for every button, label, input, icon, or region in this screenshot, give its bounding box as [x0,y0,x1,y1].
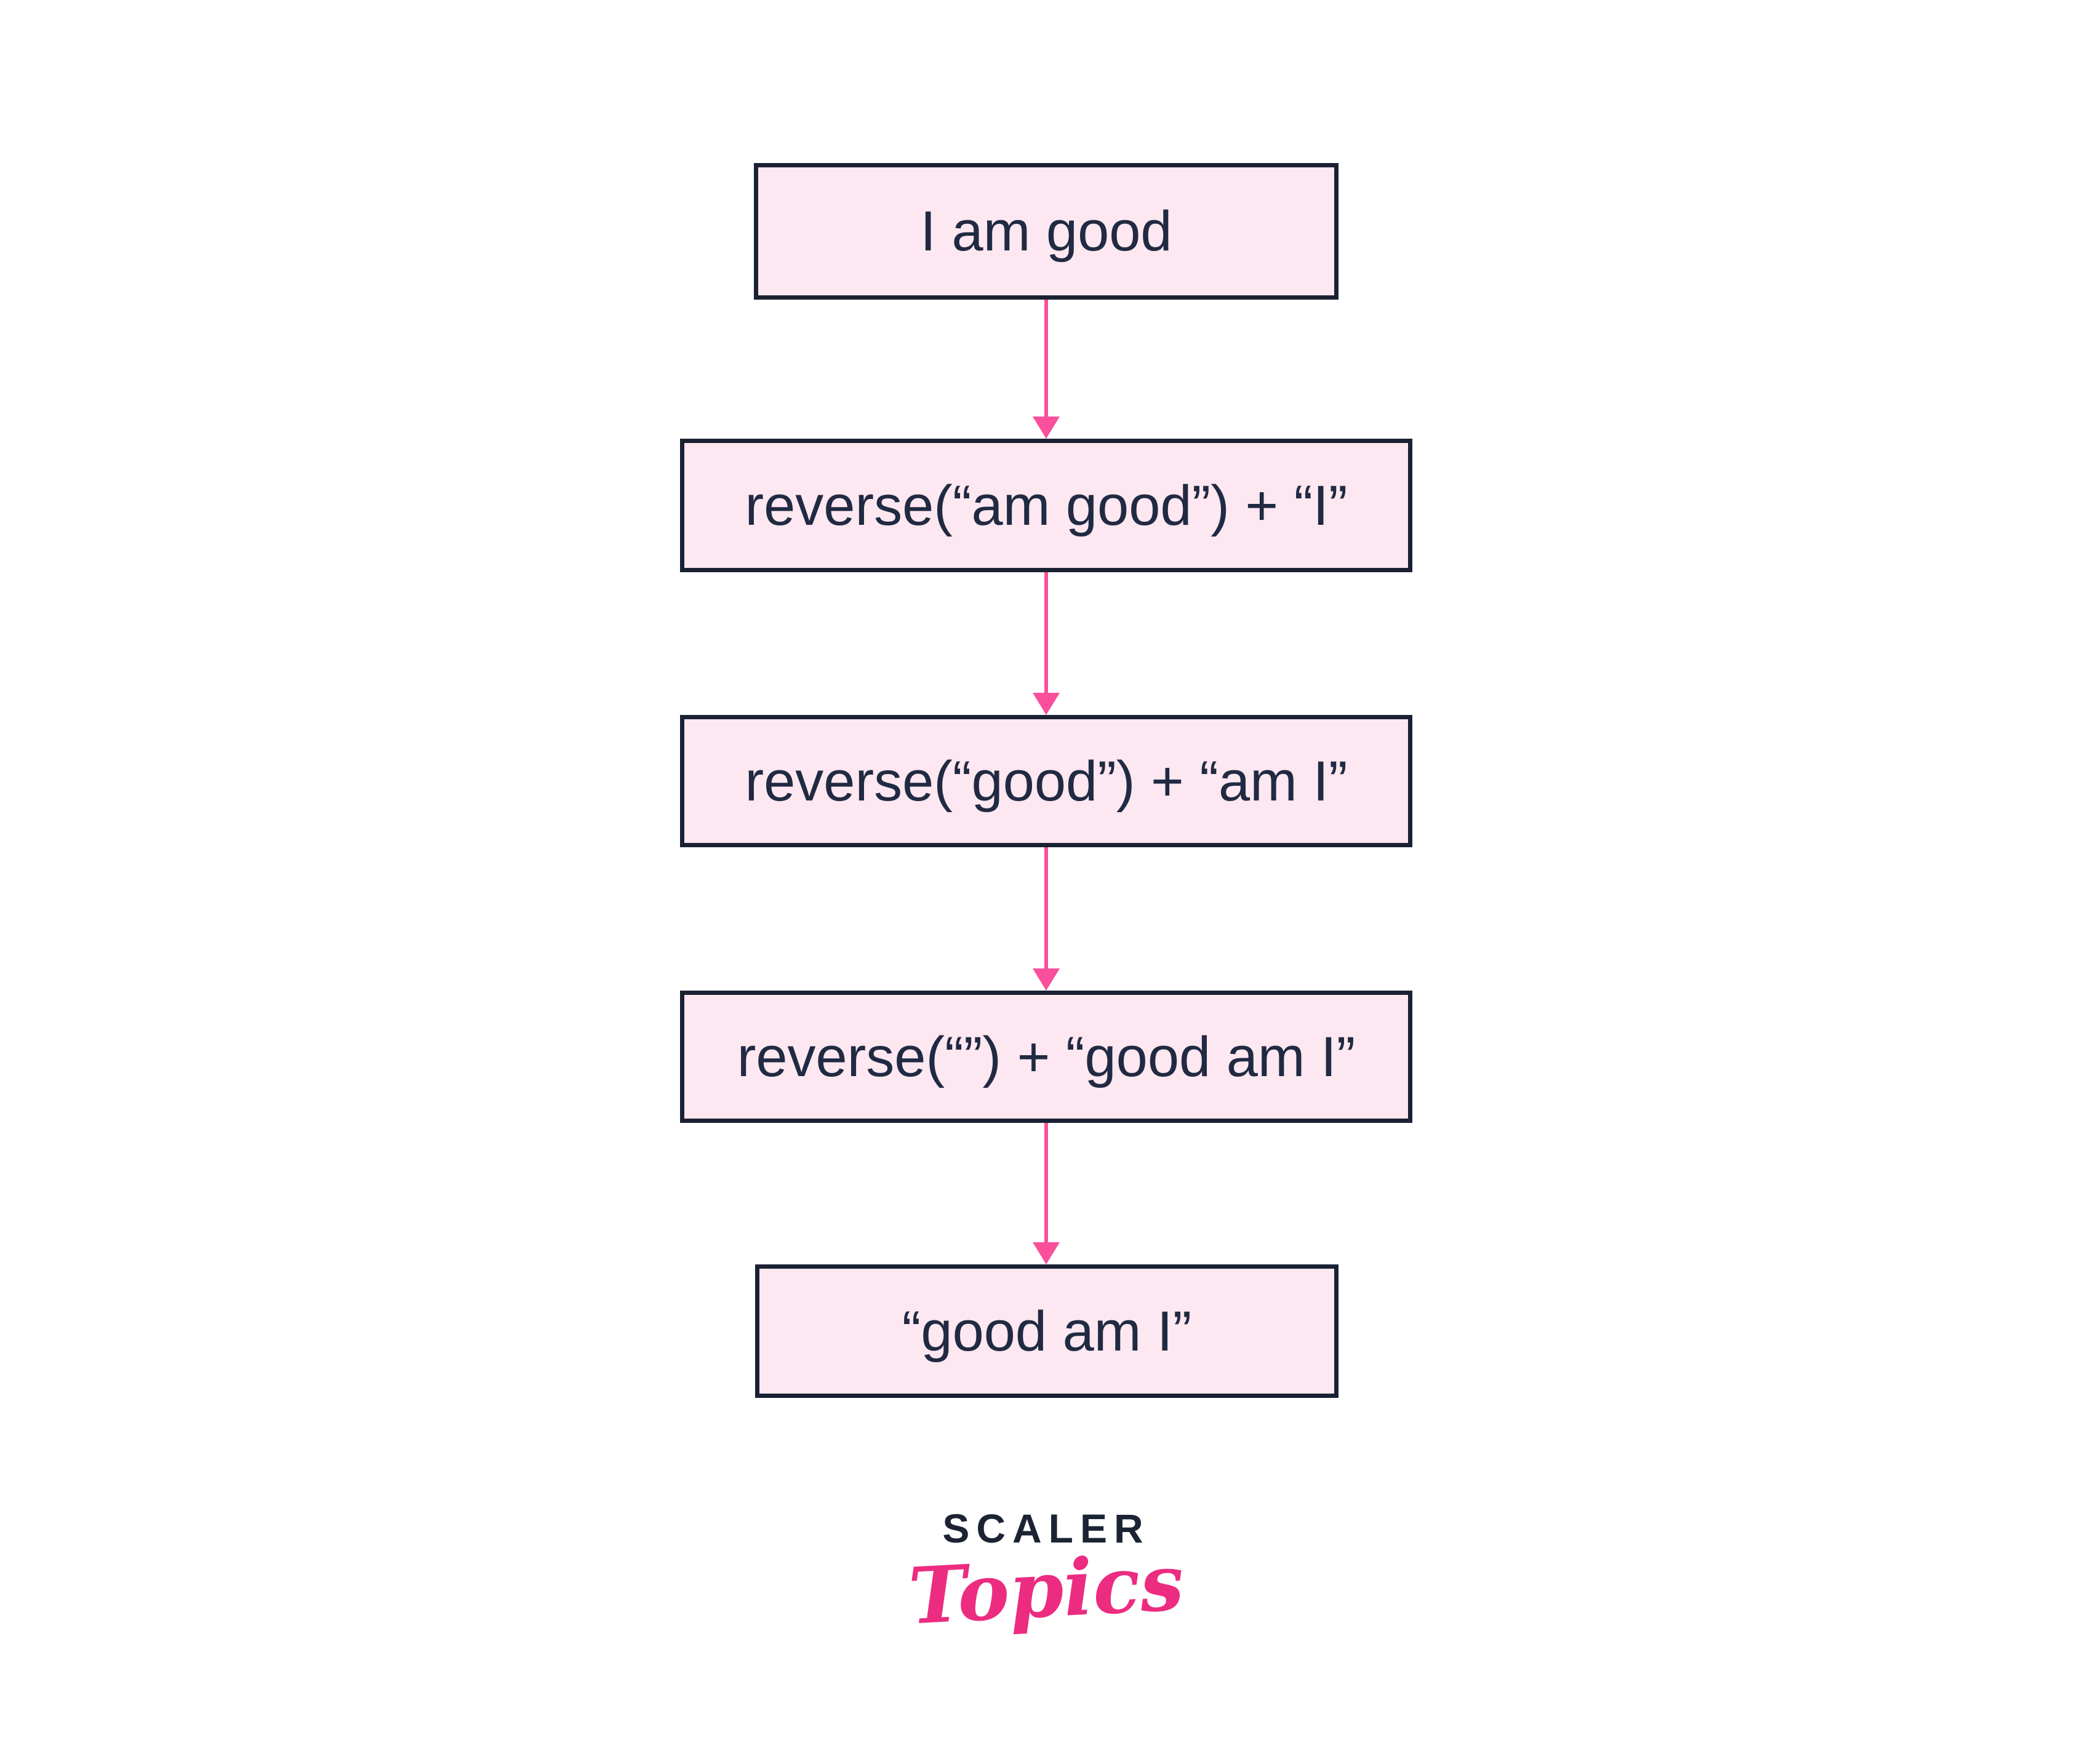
arrow-head-icon [1033,693,1060,715]
flow-step-5-label: “good am I” [902,1299,1192,1363]
flow-step-4-label: reverse(“”) + “good am I” [737,1025,1356,1088]
arrow-head-icon [1033,417,1060,439]
flow-step-2-label: reverse(“am good”) + “I” [745,474,1348,537]
flow-step-3: reverse(“good”) + “am I” [680,715,1412,847]
flow-step-4: reverse(“”) + “good am I” [680,991,1412,1123]
arrow-down-4 [1033,1123,1060,1264]
flow-step-2: reverse(“am good”) + “I” [680,439,1412,572]
arrow-shaft-icon [1044,1123,1048,1246]
arrow-shaft-icon [1044,847,1048,972]
topics-wordmark: Topics [906,1536,1187,1642]
flow-step-1: I am good [754,163,1339,300]
arrow-shaft-icon [1044,572,1048,696]
flow-step-3-label: reverse(“good”) + “am I” [745,749,1348,813]
flow-step-5: “good am I” [755,1264,1339,1398]
arrow-down-2 [1033,572,1060,715]
arrow-head-icon [1033,1242,1060,1264]
scaler-wordmark: SCALER [942,1506,1150,1551]
arrow-head-icon [1033,968,1060,991]
arrow-down-1 [1033,300,1060,439]
arrow-shaft-icon [1044,300,1048,420]
flow-step-1-label: I am good [920,200,1172,263]
arrow-down-3 [1033,847,1060,991]
scaler-topics-logo: SCALER Topics [906,1505,1186,1642]
